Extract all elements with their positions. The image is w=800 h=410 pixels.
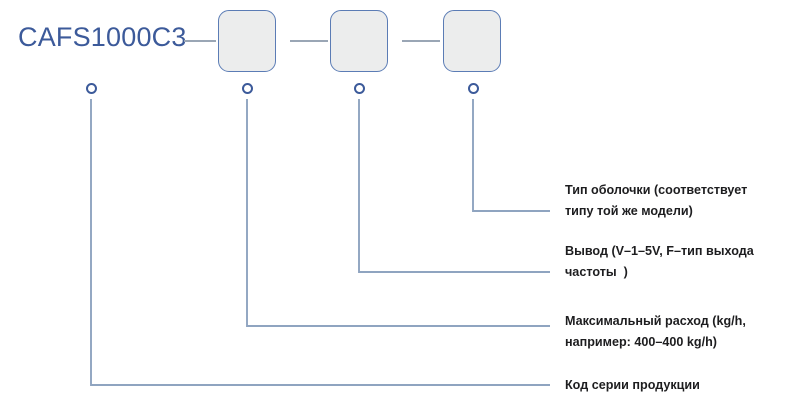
model-code-title: CAFS1000C3: [18, 22, 187, 52]
leader-marker-output-signal: [353, 83, 365, 94]
segment-box-1: [218, 10, 276, 72]
connector-dash-0: [184, 40, 216, 42]
connector-dash-2: [402, 40, 440, 42]
callout-max-flow-line2: например: 400–400 kg/h): [565, 335, 717, 349]
callout-output-signal: Вывод (V–1–5V, F–тип выхода частоты ): [565, 241, 797, 283]
callout-max-flow: Максимальный расход (kg/h, например: 400…: [565, 311, 797, 353]
callout-max-flow-line1: Максимальный расход (kg/h,: [565, 314, 746, 328]
leader-line-shell-type: [472, 99, 550, 212]
segment-box-2: [330, 10, 388, 72]
callout-output-signal-line1: Вывод (V–1–5V, F–тип выхода: [565, 244, 754, 258]
leader-marker-max-flow: [241, 83, 253, 94]
leader-line-series-code: [90, 99, 550, 386]
callout-output-signal-line2: частоты ): [565, 265, 628, 279]
segment-box-3: [443, 10, 501, 72]
leader-marker-series-code: [85, 83, 97, 94]
leader-line-output-signal: [358, 99, 550, 273]
callout-shell-type-line1: Тип оболочки (соответствует: [565, 183, 748, 197]
callout-shell-type: Тип оболочки (соответствует типу той же …: [565, 180, 797, 222]
callout-series-code-line1: Код серии продукции: [565, 378, 700, 392]
leader-marker-shell-type: [467, 83, 479, 94]
connector-dash-1: [290, 40, 328, 42]
callout-series-code: Код серии продукции: [565, 375, 797, 396]
leader-line-max-flow: [246, 99, 550, 327]
callout-shell-type-line2: типу той же модели): [565, 204, 693, 218]
